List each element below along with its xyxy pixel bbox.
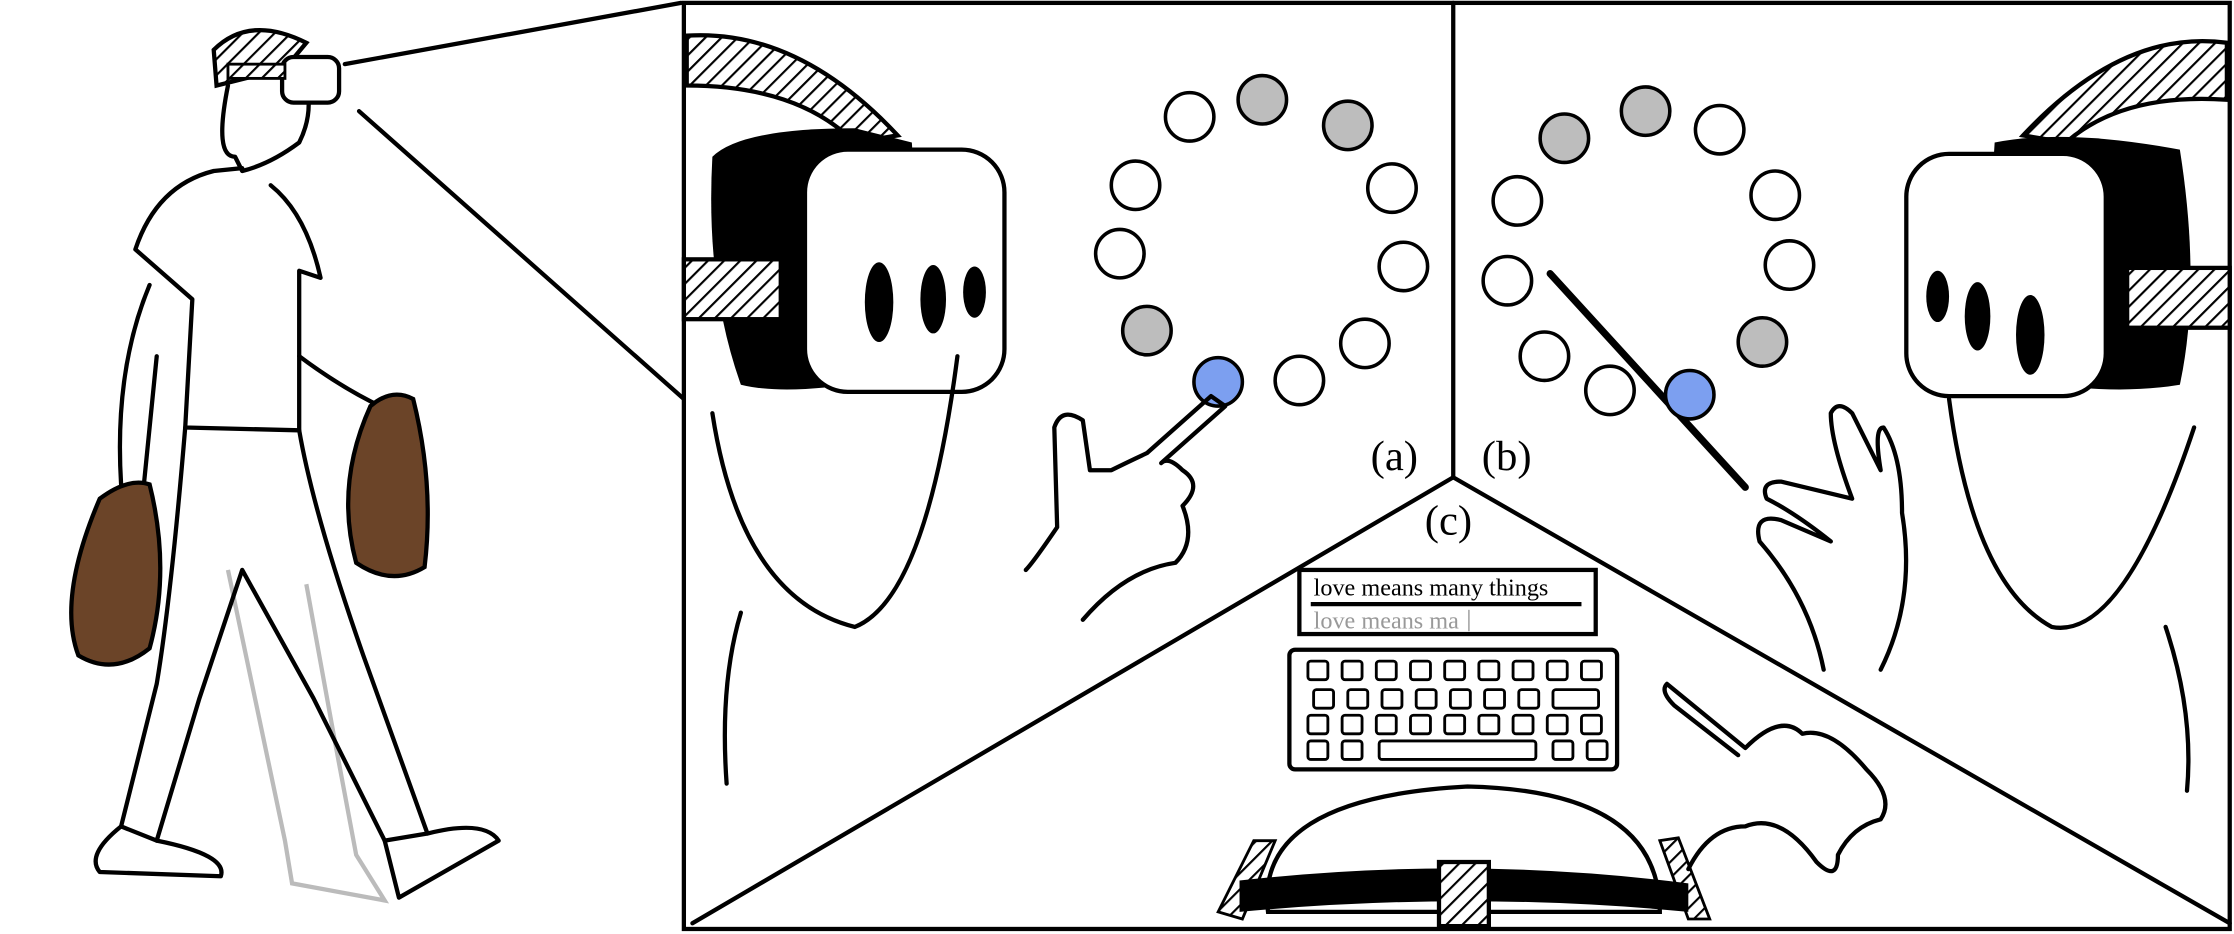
keyboard-key[interactable] — [1443, 713, 1467, 736]
target[interactable] — [1518, 330, 1571, 383]
keyboard-key[interactable] — [1312, 688, 1335, 710]
target[interactable] — [1365, 162, 1418, 215]
keyboard-key[interactable] — [1511, 713, 1535, 736]
keyboard-key[interactable] — [1511, 659, 1535, 682]
target[interactable] — [1109, 159, 1162, 212]
keyboard-key[interactable] — [1409, 659, 1432, 682]
keyboard-key[interactable] — [1477, 659, 1501, 682]
target-ring-b — [1481, 85, 1816, 417]
keyboard-key[interactable] — [1414, 688, 1438, 710]
ray-pointer — [1546, 270, 1749, 491]
label-b: (b) — [1482, 433, 1532, 480]
active-target[interactable] — [1192, 355, 1245, 408]
ghost-legs — [225, 569, 390, 904]
keyboard-key[interactable] — [1340, 713, 1364, 736]
hand-icon — [1023, 393, 1228, 622]
keyboard-key[interactable] — [1483, 688, 1506, 710]
target[interactable] — [1338, 317, 1391, 370]
target[interactable] — [1763, 239, 1816, 292]
keyboard-key[interactable] — [1374, 713, 1398, 736]
target[interactable] — [1619, 85, 1672, 138]
keyboard-key[interactable] — [1580, 713, 1603, 736]
keyboard-key[interactable] — [1346, 688, 1370, 710]
target[interactable] — [1481, 254, 1534, 307]
target[interactable] — [1093, 227, 1146, 280]
target[interactable] — [1583, 364, 1636, 417]
keyboard-key[interactable] — [1374, 659, 1398, 682]
target[interactable] — [1377, 240, 1430, 293]
keyboard-icon[interactable] — [1287, 647, 1620, 772]
keyboard-key[interactable] — [1377, 739, 1538, 761]
keyboard-key[interactable] — [1443, 659, 1467, 682]
keyboard-key[interactable] — [1306, 659, 1330, 682]
target[interactable] — [1538, 112, 1591, 165]
keyboard-key[interactable] — [1409, 713, 1432, 736]
vr-headset-icon — [1904, 38, 2232, 793]
target[interactable] — [1120, 304, 1173, 357]
active-target[interactable] — [1663, 368, 1716, 421]
keyboard-key[interactable] — [1477, 713, 1501, 736]
hand-icon — [1662, 681, 1888, 874]
target[interactable] — [1273, 354, 1326, 407]
keyboard-key[interactable] — [1580, 659, 1603, 682]
vr-headset-icon — [681, 33, 1007, 786]
target[interactable] — [1736, 315, 1789, 368]
vr-headset-icon — [211, 27, 342, 105]
hand-icon — [1756, 403, 1909, 672]
target[interactable] — [1491, 174, 1544, 227]
keyboard-key[interactable] — [1380, 688, 1404, 710]
keyboard-key[interactable] — [1545, 659, 1569, 682]
target[interactable] — [1236, 73, 1289, 126]
keyboard-key[interactable] — [1551, 739, 1575, 761]
view-panels — [681, 0, 2232, 932]
keyboard-key[interactable] — [1306, 713, 1330, 736]
keyboard-key[interactable] — [1545, 713, 1569, 736]
keyboard-key[interactable] — [1585, 739, 1609, 761]
keyboard-key[interactable] — [1306, 739, 1330, 761]
shopping-bag-icon — [69, 480, 163, 667]
target-ring-a — [1093, 73, 1430, 408]
walking-person — [69, 27, 501, 904]
target[interactable] — [1693, 103, 1746, 156]
keyboard-key[interactable] — [1517, 688, 1541, 710]
label-a: (a) — [1371, 433, 1418, 480]
label-c: (c) — [1425, 497, 1472, 544]
suggestion-text[interactable]: love means many things — [1314, 575, 1549, 602]
target[interactable] — [1163, 90, 1216, 143]
keyboard-key[interactable] — [1551, 688, 1600, 710]
target[interactable] — [1749, 169, 1802, 222]
vr-headset-icon — [1216, 784, 1712, 929]
keyboard-key[interactable] — [1340, 739, 1364, 761]
keyboard-key[interactable] — [1448, 688, 1472, 710]
typed-text: love means ma — [1314, 607, 1460, 634]
keyboard-key[interactable] — [1340, 659, 1364, 682]
text-entry-box[interactable]: love means many things love means ma — [1297, 567, 1598, 637]
shopping-bag-icon — [346, 392, 430, 579]
target[interactable] — [1321, 99, 1374, 152]
